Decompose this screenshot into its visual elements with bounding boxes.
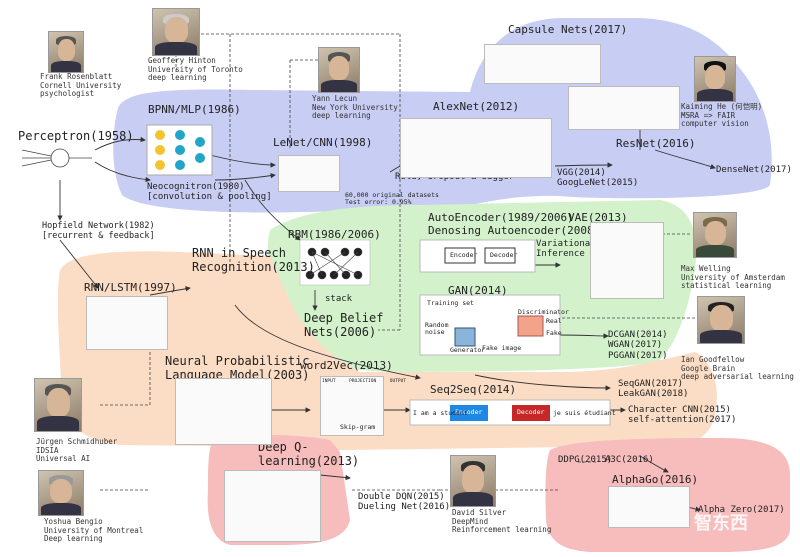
node-a3c: A3C(2016) <box>605 455 654 465</box>
person-welling: Max Welling University of Amsterdam stat… <box>681 264 785 291</box>
seq-input-text: I am a student <box>413 409 468 417</box>
lenet-dataset-note: 60,000 original datasets Test error: 0.9… <box>345 191 439 207</box>
gan-training-set: Training set <box>427 299 474 307</box>
node-rnn-lstm: RNN/LSTM(1997) <box>84 281 177 294</box>
seq-output-text: je suis étudiant <box>553 409 616 417</box>
gan-random-noise: Random noise <box>425 321 449 337</box>
photo-lecun <box>318 47 360 93</box>
photo-goodfellow <box>697 296 745 344</box>
person-he: Kaiming He (何恺明) MSRA => FAIR computer v… <box>681 102 763 129</box>
seq-encoder-label: Encoder <box>455 408 483 416</box>
node-dqn: Deep Q- learning(2013) <box>258 440 360 468</box>
gan-real: Real <box>546 317 562 325</box>
photo-hinton <box>152 8 200 56</box>
node-autoencoder: AutoEncoder(1989/2006) Denosing Autoenco… <box>428 211 601 237</box>
person-bengio: Yoshua Bengio University of Montreal Dee… <box>44 517 144 544</box>
photo-bengio <box>38 470 84 516</box>
node-dcgan: DCGAN(2014) WGAN(2017) PGGAN(2017) <box>608 330 668 361</box>
w2v-skip-gram: Skip-gram <box>340 423 376 431</box>
node-alphago: AlphaGo(2016) <box>612 473 699 486</box>
label-variational: Variational Inference <box>536 239 596 260</box>
node-resnet: ResNet(2016) <box>616 137 696 150</box>
node-vgg: VGG(2014) GoogLeNet(2015) <box>557 168 639 189</box>
ae-decoder-label: Decoder <box>490 251 518 259</box>
gan-discriminator-label: Discriminator <box>518 308 569 316</box>
person-goodfellow: Ian Goodfellow Google Brain deep adversa… <box>681 355 794 382</box>
photo-rosenblatt <box>48 31 84 73</box>
lstm-figure <box>86 296 168 350</box>
gan-discriminator-block <box>517 315 544 337</box>
gan-fake-image: Fake image <box>482 344 522 352</box>
node-capsule: Capsule Nets(2017) <box>508 23 628 36</box>
vae-figure <box>590 222 664 299</box>
seq2seq-figure <box>409 399 611 426</box>
node-char-cnn: Character CNN(2015) self-attention(2017) <box>628 405 737 426</box>
alexnet-figure <box>400 118 552 178</box>
resnet-figure <box>568 86 680 130</box>
node-hopfield: Hopfield Network(1982) [recurrent & feed… <box>42 221 155 241</box>
node-word2vec: word2Vec(2013) <box>300 359 393 372</box>
node-lenet: LeNet/CNN(1998) <box>273 136 373 149</box>
photo-welling <box>693 212 737 258</box>
node-rbm: RBM(1986/2006) <box>288 228 381 241</box>
node-gan: GAN(2014) <box>448 284 508 297</box>
watermark: 智东西 <box>694 513 748 534</box>
node-dbn: Deep Belief Nets(2006) <box>304 311 384 339</box>
dqn-figure <box>224 470 321 542</box>
photo-schmidhuber <box>34 378 82 432</box>
person-hinton: Geoffery Hinton University of Toronto de… <box>148 56 243 83</box>
node-neocognitron: Neocognitron(1980) [convolution & poolin… <box>147 182 272 203</box>
nplm-figure <box>175 378 272 445</box>
cnn-region <box>113 18 772 213</box>
node-alexnet: AlexNet(2012) <box>433 100 520 113</box>
node-perceptron: Perceptron(1958) <box>18 129 134 143</box>
node-alpha-zero: Alpha Zero(2017) <box>698 505 785 515</box>
person-rosenblatt: Frank Rosenblatt Cornell University psyc… <box>40 72 122 99</box>
node-vae: VAE(2013) <box>568 211 628 224</box>
label-stack: stack <box>325 294 353 304</box>
alphago-figure <box>608 486 690 528</box>
generative-region <box>267 200 697 372</box>
seq-decoder-box <box>512 405 550 421</box>
capsule-figure <box>484 44 601 84</box>
lenet-figure <box>278 155 340 192</box>
photo-silver <box>450 455 496 507</box>
solid-arrows <box>57 114 716 512</box>
node-bpnn: BPNN/MLP(1986) <box>148 103 241 116</box>
node-seqgan: SeqGAN(2017) LeakGAN(2018) <box>618 379 689 400</box>
person-lecun: Yann Lecun New York University deep lear… <box>312 94 398 121</box>
photo-he <box>694 56 736 102</box>
bpnn-figure-neurons <box>146 124 213 176</box>
ae-encoder-box <box>444 247 476 264</box>
w2v-headers: INPUT PROJECTION OUTPUT <box>322 379 406 384</box>
ae-decoder-box <box>484 247 516 264</box>
person-silver: David Silver DeepMind Reinforcement lear… <box>452 508 552 535</box>
node-seq2seq: Seq2Seq(2014) <box>430 383 517 396</box>
node-rnn-speech: RNN in Speech Recognition(2013) <box>192 246 315 274</box>
rbm-figure <box>299 239 371 286</box>
seq-decoder-label: Decoder <box>517 408 545 416</box>
node-double-dqn: Double DQN(2015) Dueling Net(2016) <box>358 492 451 513</box>
perceptron-figure <box>21 148 92 168</box>
gan-generator-block <box>454 327 476 347</box>
word2vec-figure <box>320 376 384 436</box>
node-ddpg: DDPG(2015) <box>558 455 613 465</box>
gan-generator-label: Generator <box>450 346 486 354</box>
node-densenet: DenseNet(2017) <box>716 165 792 175</box>
seq-encoder-box <box>450 405 488 421</box>
ae-encoder-label: Encoder <box>450 251 478 259</box>
autoencoder-figure <box>419 239 536 273</box>
person-schmidhuber: Jürgen Schmidhuber IDSIA Universal AI <box>36 437 118 464</box>
gan-fake: Fake <box>546 329 562 337</box>
